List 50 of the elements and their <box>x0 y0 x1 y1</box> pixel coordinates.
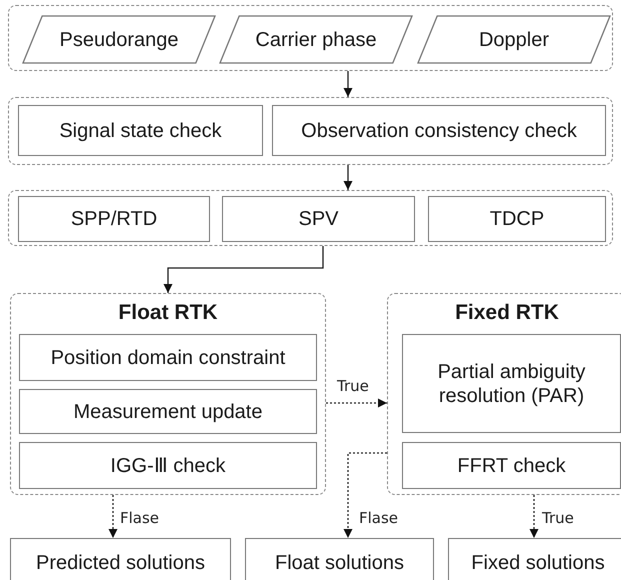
node-label: Float solutions <box>275 551 404 575</box>
process-box <box>19 442 317 489</box>
edge-label: Flase <box>118 510 162 526</box>
group-heading: Float RTK <box>117 300 219 326</box>
process-box <box>222 196 415 242</box>
process-box <box>19 334 317 381</box>
process-box <box>428 196 606 242</box>
arrow <box>344 452 387 538</box>
process-box <box>272 105 606 156</box>
process-box <box>19 389 317 434</box>
node-label: Carrier phase <box>255 28 377 52</box>
input-parallelogram <box>220 16 412 63</box>
process-box <box>402 334 621 433</box>
process-box <box>18 105 263 156</box>
result-box <box>10 538 231 580</box>
node-label: TDCP <box>490 207 544 231</box>
node-label: Doppler <box>478 28 550 52</box>
input-group <box>8 5 613 71</box>
process-box <box>18 196 210 242</box>
arrow <box>530 495 538 538</box>
arrow <box>108 495 118 538</box>
arrow <box>344 165 352 190</box>
solver-group <box>8 190 613 246</box>
node-label: Signal state check <box>59 118 222 142</box>
arrow <box>164 246 324 293</box>
edge-label: True <box>540 510 576 526</box>
node-label: Observation consistency check <box>301 118 577 142</box>
node-label: Partial ambiguity resolution (PAR) <box>436 360 586 408</box>
arrow <box>344 71 352 97</box>
input-parallelogram <box>23 16 215 63</box>
result-box <box>448 538 621 580</box>
float-rtk-group <box>10 293 326 495</box>
node-label: Predicted solutions <box>36 551 205 575</box>
node-label: Measurement update <box>73 400 262 424</box>
group-heading: Fixed RTK <box>454 300 560 326</box>
node-label: Position domain constraint <box>50 346 286 370</box>
node-label: Fixed solutions <box>471 551 605 575</box>
node-label: FFRT check <box>457 454 566 478</box>
input-parallelogram <box>418 16 610 63</box>
node-label: IGG-Ⅲ check <box>110 454 226 478</box>
node-label: SPV <box>298 207 339 231</box>
arrow <box>326 398 387 408</box>
node-label: Pseudorange <box>60 28 178 52</box>
process-box <box>402 442 621 489</box>
edge-label: Flase <box>357 510 400 526</box>
result-box <box>245 538 434 580</box>
fixed-rtk-group <box>387 293 621 495</box>
edge-label: True <box>335 378 371 394</box>
node-label: SPP/RTD <box>70 207 158 231</box>
check-group <box>8 97 613 165</box>
